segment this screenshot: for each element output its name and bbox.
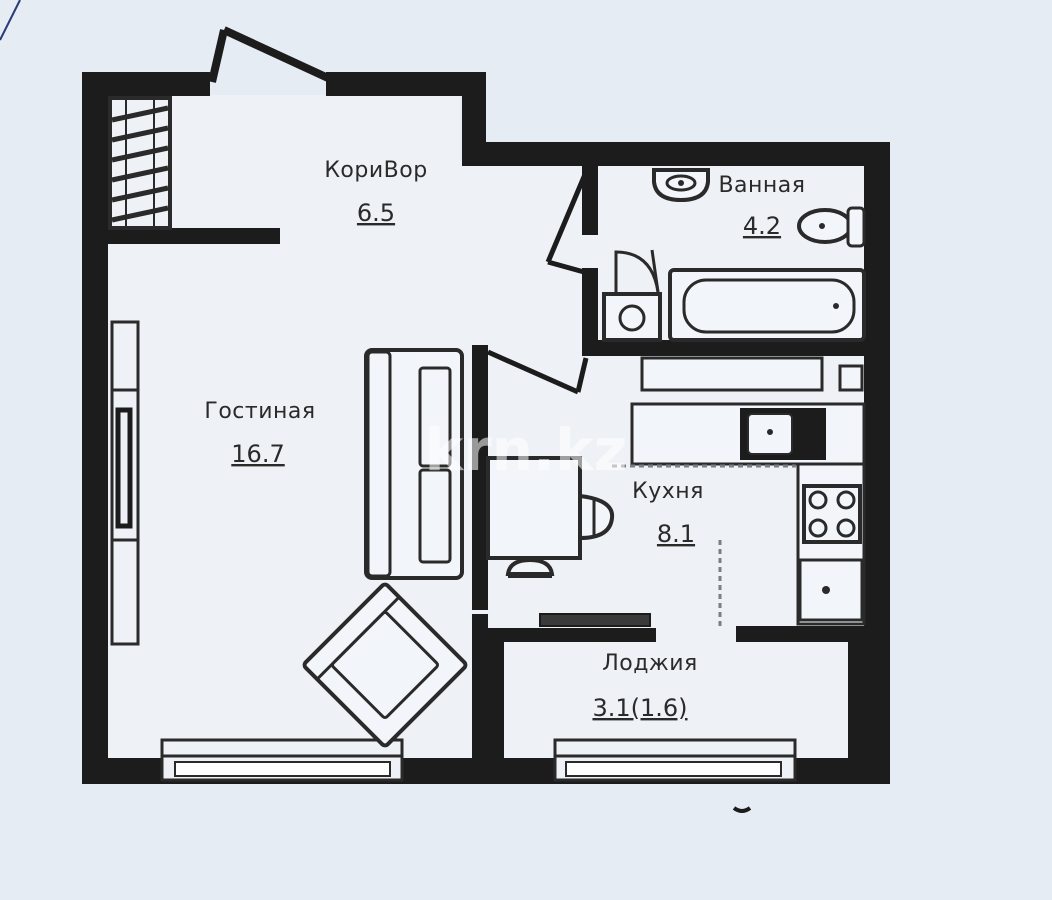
watermark: krn.kz bbox=[425, 416, 628, 484]
corridor-name: КориВор bbox=[324, 158, 427, 183]
kitchen-name: Кухня bbox=[632, 479, 704, 504]
sofa-icon bbox=[364, 348, 464, 580]
wardrobe-icon bbox=[108, 96, 172, 230]
corridor-area: 6.5 bbox=[357, 199, 395, 227]
corner-stroke bbox=[0, 0, 21, 41]
kitchen-dashed-outline bbox=[612, 464, 796, 626]
sink-icon bbox=[652, 168, 710, 203]
bathroom-area: 4.2 bbox=[743, 212, 781, 240]
fridge-icon bbox=[798, 558, 864, 622]
door-icon bbox=[208, 26, 330, 83]
chair-icon bbox=[505, 557, 555, 578]
armchair-icon bbox=[302, 582, 468, 748]
dining-table-icon bbox=[486, 456, 582, 560]
washing-machine-icon bbox=[602, 249, 662, 342]
bathroom-name: Ванная bbox=[718, 173, 805, 198]
stove-icon bbox=[802, 484, 862, 544]
door-icon bbox=[545, 171, 589, 275]
living-name: Гостиная bbox=[204, 399, 315, 424]
living-area: 16.7 bbox=[231, 440, 284, 468]
window-icon bbox=[553, 738, 797, 782]
bathtub-icon bbox=[668, 268, 866, 342]
ink-mark bbox=[732, 806, 752, 813]
kitchen-area: 8.1 bbox=[657, 520, 695, 548]
loggia-area: 3.1(1.6) bbox=[592, 694, 687, 722]
kitchen-sink-icon bbox=[740, 408, 826, 460]
chair-icon bbox=[578, 493, 615, 541]
interior-walls bbox=[108, 165, 868, 760]
toilet-icon bbox=[797, 206, 866, 248]
radiator-icon bbox=[110, 320, 140, 646]
door-icon bbox=[486, 349, 589, 395]
radiator-icon bbox=[539, 613, 651, 627]
loggia-name: Лоджия bbox=[602, 651, 698, 676]
window-icon bbox=[160, 738, 404, 782]
